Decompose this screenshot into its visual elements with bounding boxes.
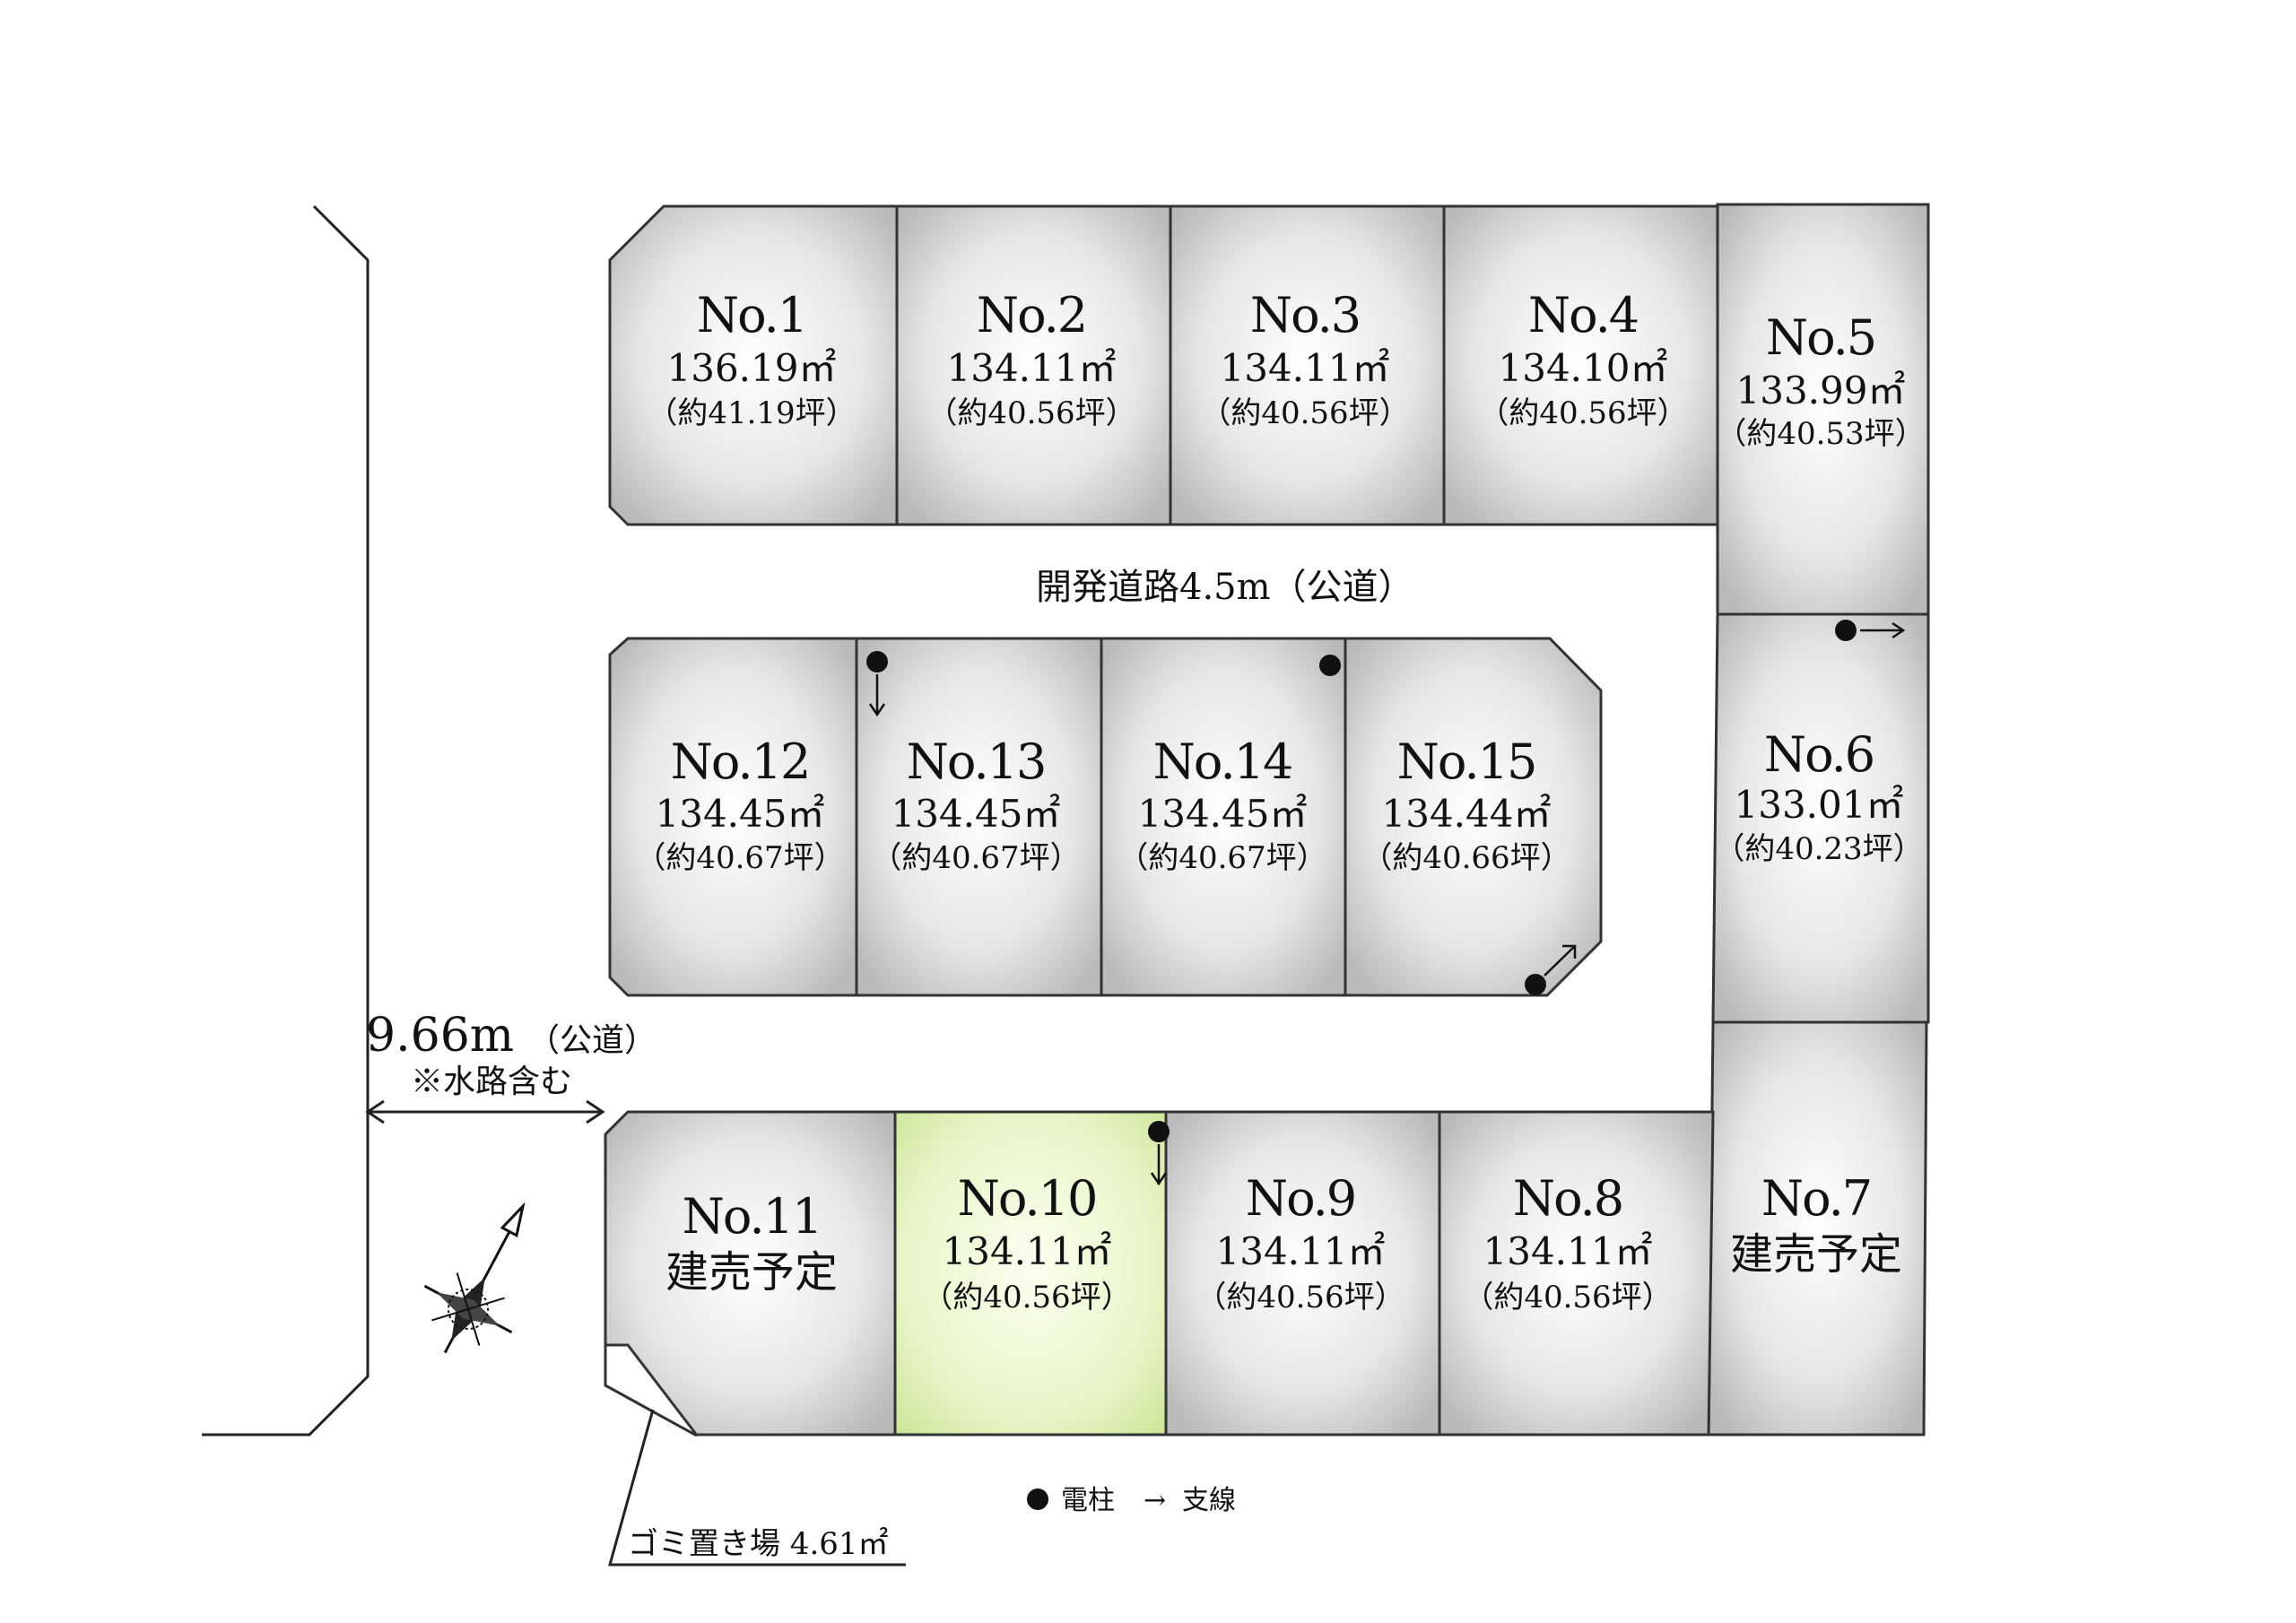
lot-2-number: No.2 bbox=[977, 287, 1086, 343]
lot-9-area: 134.11㎡ bbox=[1216, 1229, 1386, 1273]
lot-9-number: No.9 bbox=[1246, 1170, 1355, 1227]
lot-2-tsubo: （約40.56坪） bbox=[926, 395, 1135, 431]
pole-lot-14 bbox=[1319, 655, 1341, 676]
lot-5-labels: No.5 133.99㎡ （約40.53坪） bbox=[1716, 309, 1925, 452]
lot-1-area: 136.19㎡ bbox=[667, 346, 837, 390]
lot-10-labels: No.10 134.11㎡ （約40.56坪） bbox=[922, 1170, 1131, 1315]
lot-5-number: No.5 bbox=[1766, 309, 1875, 366]
lot-4-number: No.4 bbox=[1528, 287, 1638, 343]
lot-6-tsubo: （約40.23坪） bbox=[1714, 831, 1923, 867]
lot-2-area: 134.11㎡ bbox=[947, 346, 1117, 390]
lot-12-tsubo: （約40.67坪） bbox=[635, 840, 844, 876]
lot-7-labels: No.7 建売予定 bbox=[1730, 1170, 1902, 1280]
lot-4-tsubo: （約40.56坪） bbox=[1478, 395, 1687, 431]
lot-11-status: 建売予定 bbox=[665, 1247, 838, 1298]
lot-1-tsubo: （約41.19坪） bbox=[647, 395, 856, 431]
lot-10-tsubo: （約40.56坪） bbox=[922, 1280, 1131, 1315]
pole-lot-10 bbox=[1148, 1121, 1170, 1186]
lot-13-tsubo: （約40.67坪） bbox=[871, 840, 1080, 876]
lot-2-labels: No.2 134.11㎡ （約40.56坪） bbox=[926, 287, 1135, 431]
lot-14-area: 134.45㎡ bbox=[1138, 792, 1308, 836]
lot-7-status: 建売予定 bbox=[1730, 1229, 1902, 1280]
lot-6-area: 133.01㎡ bbox=[1735, 783, 1904, 827]
legend: 電柱 → 支線 bbox=[1027, 1485, 1236, 1516]
lot-14-number: No.14 bbox=[1153, 733, 1292, 790]
lot-8-labels: No.8 134.11㎡ （約40.56坪） bbox=[1463, 1170, 1672, 1315]
lot-4-labels: No.4 134.10㎡ （約40.56坪） bbox=[1478, 287, 1687, 431]
compass-icon bbox=[423, 1202, 526, 1354]
lot-9[interactable] bbox=[1164, 1110, 1441, 1436]
lot-12-labels: No.12 134.45㎡ （約40.67坪） bbox=[635, 733, 844, 876]
lot-3-labels: No.3 134.11㎡ （約40.56坪） bbox=[1200, 287, 1409, 431]
lot-7[interactable] bbox=[1707, 1020, 1928, 1436]
lot-8-area: 134.11㎡ bbox=[1483, 1229, 1653, 1273]
lot-9-labels: No.9 134.11㎡ （約40.56坪） bbox=[1196, 1170, 1405, 1315]
side-road-type-label: （公道） bbox=[527, 1022, 657, 1059]
development-road-label: 開発道路4.5m（公道） bbox=[1036, 567, 1414, 608]
lot-1-labels: No.1 136.19㎡ （約41.19坪） bbox=[647, 287, 856, 431]
lot-6-number: No.6 bbox=[1764, 726, 1874, 783]
lot-6[interactable] bbox=[1711, 612, 1930, 1024]
lot-14-tsubo: （約40.67坪） bbox=[1118, 840, 1326, 876]
lot-8[interactable] bbox=[1438, 1110, 1715, 1436]
legend-guy-label: 支線 bbox=[1182, 1485, 1236, 1516]
side-road-width-dimension bbox=[365, 1099, 605, 1124]
legend-pole-icon bbox=[1027, 1488, 1048, 1510]
pole-lot-6 bbox=[1835, 620, 1906, 641]
lot-3-tsubo: （約40.56坪） bbox=[1200, 395, 1409, 431]
lot-5-area: 133.99㎡ bbox=[1736, 369, 1906, 412]
lot-4-area: 134.10㎡ bbox=[1499, 346, 1668, 390]
lot-14-labels: No.14 134.45㎡ （約40.67坪） bbox=[1118, 733, 1326, 876]
lot-12-area: 134.45㎡ bbox=[656, 792, 825, 836]
lot-7-number: No.7 bbox=[1761, 1170, 1871, 1227]
lot-8-number: No.8 bbox=[1513, 1170, 1622, 1227]
lot-15-tsubo: （約40.66坪） bbox=[1361, 840, 1570, 876]
legend-pole-label: 電柱 bbox=[1061, 1485, 1115, 1516]
legend-guy-symbol: → bbox=[1144, 1485, 1166, 1516]
lot-10[interactable] bbox=[893, 1110, 1168, 1436]
lot-13-number: No.13 bbox=[907, 733, 1046, 790]
lot-9-tsubo: （約40.56坪） bbox=[1196, 1280, 1405, 1315]
lot-15-number: No.15 bbox=[1397, 733, 1536, 790]
garbage-station[interactable] bbox=[604, 1343, 697, 1437]
lot-3-number: No.3 bbox=[1250, 287, 1360, 343]
lot-6-labels: No.6 133.01㎡ （約40.23坪） bbox=[1714, 726, 1923, 867]
lot-1-number: No.1 bbox=[697, 287, 806, 343]
lot-15-area: 134.44㎡ bbox=[1382, 792, 1552, 836]
side-road-boundary bbox=[202, 204, 370, 1436]
side-road-note: ※水路含む bbox=[411, 1063, 572, 1100]
pole-lot-15 bbox=[1525, 944, 1577, 995]
garbage-label: ゴミ置き場 4.61㎡ bbox=[628, 1526, 889, 1562]
lot-8-tsubo: （約40.56坪） bbox=[1463, 1280, 1672, 1315]
lot-15-labels: No.15 134.44㎡ （約40.66坪） bbox=[1361, 733, 1570, 876]
lot-10-area: 134.11㎡ bbox=[943, 1229, 1112, 1273]
lot-11-number: No.11 bbox=[683, 1188, 822, 1245]
side-road-width-label: 9.66m bbox=[366, 1009, 514, 1063]
lot-10-number: No.10 bbox=[958, 1170, 1097, 1227]
garbage-leader-line bbox=[608, 1409, 906, 1567]
lot-13-area: 134.45㎡ bbox=[891, 792, 1061, 836]
lot-15[interactable] bbox=[1344, 637, 1603, 997]
lot-3-area: 134.11㎡ bbox=[1221, 346, 1390, 390]
lot-5-tsubo: （約40.53坪） bbox=[1716, 416, 1925, 452]
lot-12-number: No.12 bbox=[671, 733, 810, 790]
pole-lot-13 bbox=[866, 651, 888, 717]
lot-13-labels: No.13 134.45㎡ （約40.67坪） bbox=[871, 733, 1080, 876]
lot-11-labels: No.11 建売予定 bbox=[665, 1188, 838, 1298]
